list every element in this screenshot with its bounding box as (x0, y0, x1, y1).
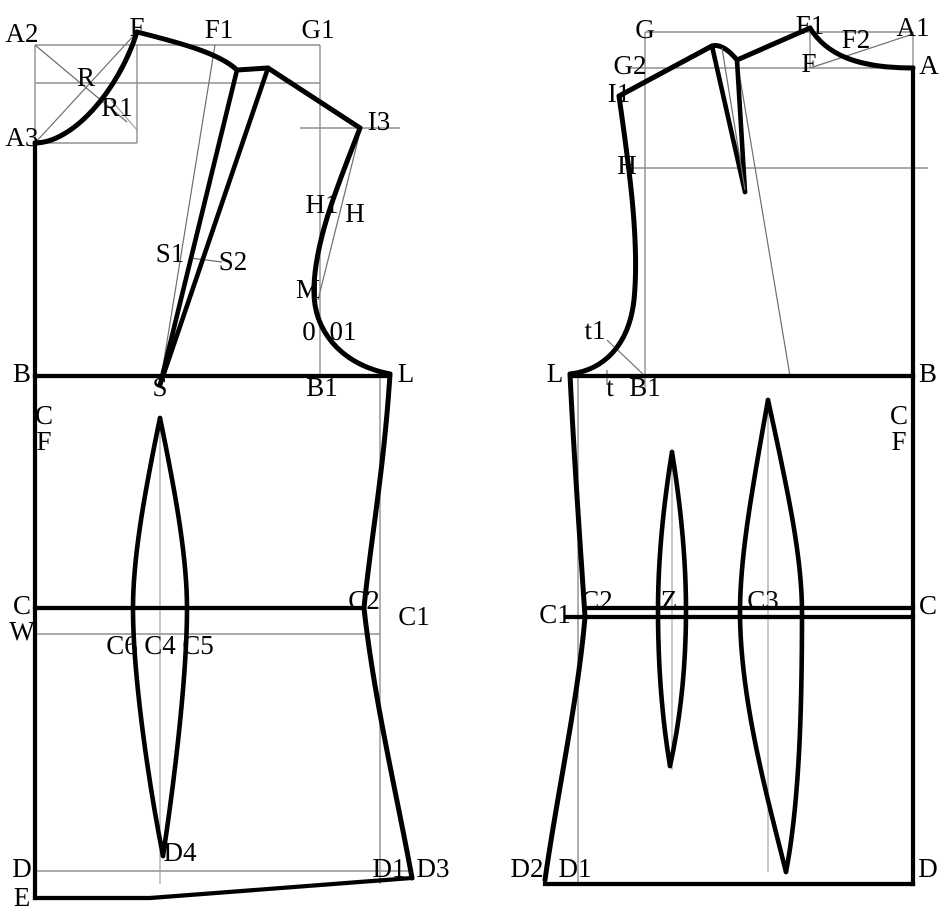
point-label-F1b: F1 (796, 10, 825, 40)
point-label-C2: C2 (581, 585, 613, 615)
point-label-C2: C2 (348, 585, 380, 615)
point-label-D2: D2 (511, 853, 544, 883)
point-label-S2: S2 (219, 246, 248, 276)
back-shoulder-dart-leg-left (709, 43, 748, 195)
point-label-CF2: F (36, 426, 51, 456)
point-label-D4: D4 (164, 837, 197, 867)
point-label-G1: G1 (302, 14, 335, 44)
point-label-B1: B1 (306, 372, 338, 402)
point-label-H1: H1 (306, 189, 339, 219)
point-label-D1: D1 (559, 853, 592, 883)
point-label-C: C (919, 590, 937, 620)
point-label-H: H (345, 198, 365, 228)
point-label-B1: B1 (629, 372, 661, 402)
front-side-seam-upper (361, 371, 393, 611)
point-label-D3: D3 (417, 853, 450, 883)
point-label-A1: A1 (897, 12, 930, 42)
point-label-E: E (14, 882, 31, 912)
point-label-A3: A3 (6, 122, 39, 152)
point-label-C3: C3 (747, 585, 779, 615)
point-label-0: 0 (302, 316, 316, 346)
front-shoulder-inner-segment (134, 29, 240, 73)
back-shoulder-dart-leg-right (734, 57, 748, 195)
point-label-F1: F1 (205, 14, 234, 44)
point-label-01: 01 (330, 316, 357, 346)
point-label-M: M (296, 274, 320, 304)
point-label-A2: A2 (6, 18, 39, 48)
point-label-Fb: F (801, 48, 816, 78)
point-label-W: W (9, 616, 35, 646)
back-side-seam-upper (567, 371, 588, 620)
front-guidelines (34, 31, 412, 884)
front-bust-dart-leg-right (157, 65, 271, 388)
point-label-F: F (129, 12, 144, 42)
point-label-C5: C5 (182, 630, 214, 660)
front-armhole-curve (311, 125, 393, 377)
back-shoulder-outer-segment (616, 43, 715, 99)
point-label-F2: F2 (842, 24, 871, 54)
back-waist-dart2-left (737, 397, 789, 875)
front-neckline-curve (32, 29, 140, 146)
point-label-G: G (635, 14, 655, 44)
guide-t1-tick (606, 339, 646, 377)
back-piece-group (542, 25, 928, 887)
point-label-t1: t1 (584, 315, 605, 345)
point-label-Z: Z (661, 585, 678, 615)
point-label-S: S (152, 372, 167, 402)
point-label-G2: G2 (614, 50, 647, 80)
point-label-C6: C6 (106, 630, 138, 660)
guide-s1-s2-tick (189, 257, 223, 263)
back-shoulder-dart-centre-line (721, 47, 746, 191)
front-side-seam-lower (361, 605, 415, 881)
back-side-seam-lower (542, 614, 588, 883)
back-shoulder-inner-segment (734, 25, 813, 63)
back-waist-dart1-right (667, 449, 689, 769)
back-waist-dart1-left (655, 449, 675, 769)
point-label-A: A (919, 50, 939, 80)
front-waist-dart-left (130, 415, 166, 859)
point-label-I1: I1 (608, 78, 631, 108)
point-label-L: L (547, 358, 564, 388)
guide-a3-to-f-diagonal (34, 31, 138, 144)
point-label-D: D (918, 853, 938, 883)
point-label-B: B (919, 358, 937, 388)
point-label-D1: D1 (373, 853, 406, 883)
point-label-CB1: C (890, 400, 908, 430)
back-armhole-curve (567, 93, 639, 377)
point-label-C: C (13, 590, 31, 620)
back-waist-dart2-right (765, 397, 805, 875)
front-shoulder-dart-span (234, 65, 271, 73)
guide-f-to-a1-diagonal (809, 33, 914, 69)
point-label-I3: I3 (368, 106, 391, 136)
point-label-CB2: F (891, 426, 906, 456)
front-shoulder-outer-segment (265, 65, 363, 131)
point-label-B: B (13, 358, 31, 388)
point-label-L: L (398, 358, 415, 388)
point-label-C1: C1 (539, 599, 571, 629)
front-hem-line (32, 875, 415, 901)
guide-back-dart-centre (736, 59, 791, 377)
guide-r1-tick (110, 99, 138, 131)
point-label-t: t (606, 372, 614, 402)
guide-bust-dart-centre (159, 44, 216, 386)
point-label-R1: R1 (101, 92, 133, 122)
guide-a2-to-r1-diagonal (34, 44, 128, 123)
point-label-C1: C1 (398, 601, 430, 631)
back-neckline-curve (807, 25, 916, 71)
point-label-R: R (77, 62, 95, 92)
front-piece-group (32, 29, 415, 901)
point-label-D: D (12, 853, 32, 883)
point-label-C4: C4 (144, 630, 176, 660)
front-waist-dart-right (157, 415, 190, 859)
point-label-S1: S1 (156, 238, 185, 268)
back-guidelines (577, 31, 928, 884)
guide-armhole-chord (317, 131, 361, 301)
point-label-H: H (617, 150, 637, 180)
front-bust-dart-leg-left (157, 67, 240, 388)
point-label-CF1: C (35, 400, 53, 430)
